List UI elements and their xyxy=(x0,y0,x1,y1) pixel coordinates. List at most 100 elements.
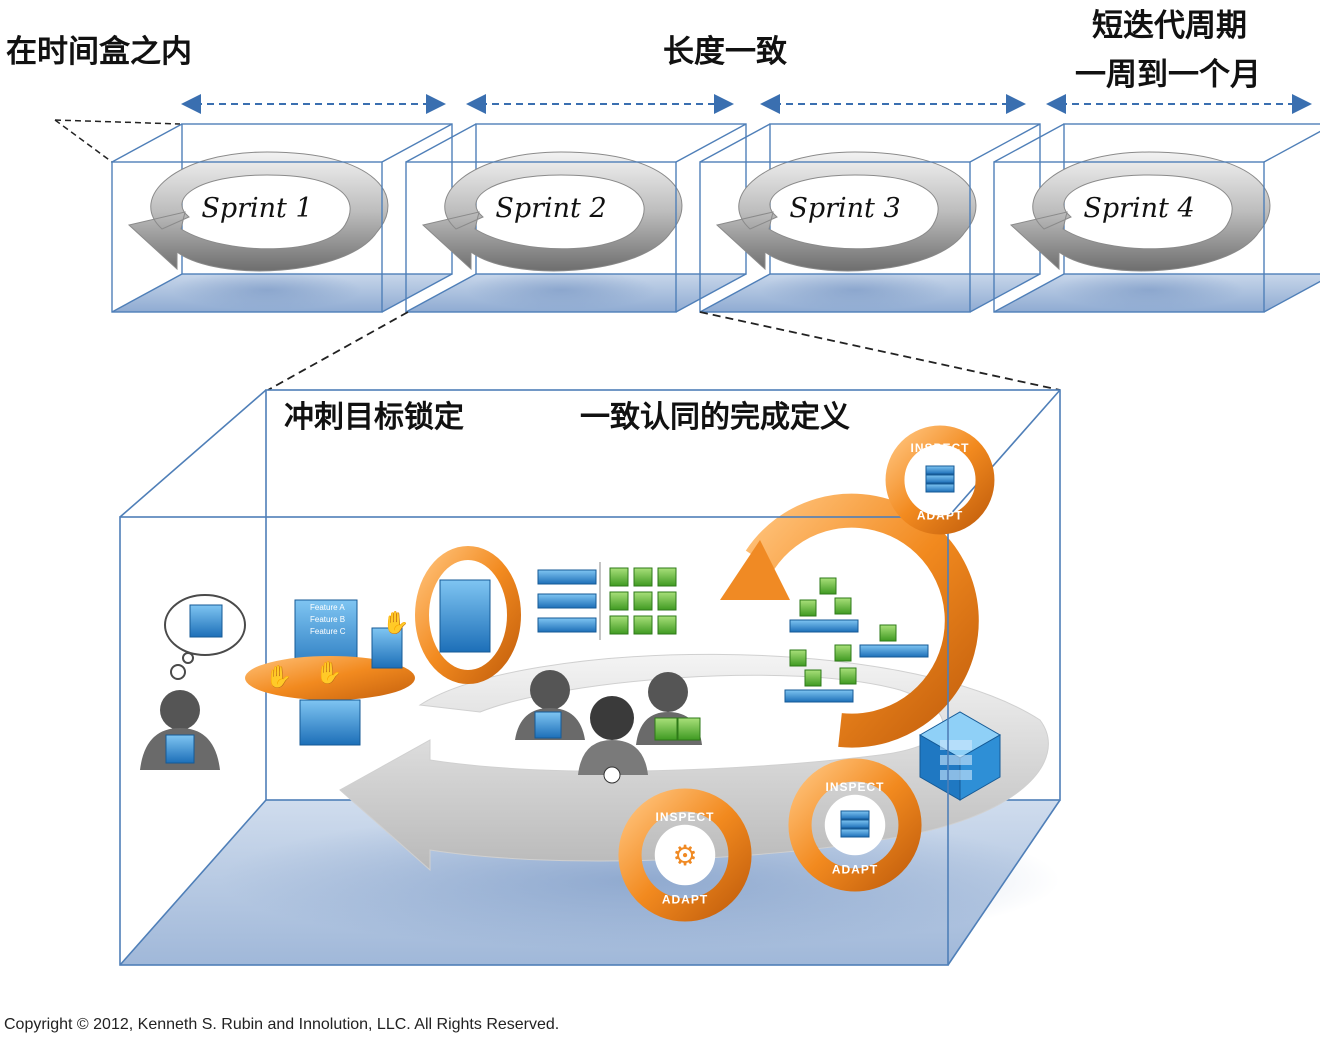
sprint-box-edge xyxy=(111,273,183,313)
gear-icon: ⚙ xyxy=(672,839,697,872)
feature-c-label: Feature C xyxy=(310,627,346,636)
backlog-item-bar xyxy=(537,593,597,609)
backlog-item-bar xyxy=(784,689,854,703)
sprint-label: Sprint 1 xyxy=(201,193,312,224)
cycle-ring xyxy=(788,758,922,892)
timebox-heading: 在时间盒之内 xyxy=(6,34,192,70)
task-cube xyxy=(819,577,837,595)
sprint-box-edge xyxy=(1263,130,1320,163)
increment-layer xyxy=(925,465,955,475)
definition-of-done-heading: 一致认同的完成定义 xyxy=(580,400,850,435)
zoom-line-right xyxy=(699,311,1061,391)
cycle-center xyxy=(654,824,716,886)
task-cube xyxy=(657,591,677,611)
sprint-cycle-arrow xyxy=(127,151,389,272)
sprint-goal-locked-heading: 冲刺目标锁定 xyxy=(284,400,464,435)
adapt-label: ADAPT xyxy=(662,892,708,906)
sprint-cycle-arrow xyxy=(421,151,683,272)
task-cube xyxy=(657,615,677,635)
sprint-box: Sprint 3 xyxy=(699,123,1041,313)
development-team-figures xyxy=(515,670,702,784)
hand-icon: ✋ xyxy=(382,610,409,636)
task-cube xyxy=(839,667,857,685)
cycle-ring xyxy=(885,425,995,535)
sprint-shadow xyxy=(1054,270,1244,310)
copyright-notice: Copyright © 2012, Kenneth S. Rubin and I… xyxy=(4,1016,560,1033)
sprint-box-edge xyxy=(111,123,183,163)
sprint-box-edge xyxy=(405,273,477,313)
task-cube xyxy=(609,567,629,587)
sprint-label: Sprint 2 xyxy=(495,193,606,224)
sprint-box: Sprint 1 xyxy=(111,123,453,313)
big-box-edge xyxy=(119,389,267,518)
sprint-shadow xyxy=(466,270,656,310)
sprint-box-edge xyxy=(405,123,477,163)
product-owner-figure xyxy=(140,594,246,770)
backlog-item-bar xyxy=(789,619,859,633)
sprint-box-edge xyxy=(699,123,771,163)
sprint-box-edge xyxy=(1263,280,1320,313)
sprint-box-front xyxy=(111,161,383,313)
sprint-shadow xyxy=(172,270,362,310)
task-cube xyxy=(834,644,852,662)
sprint-shadow xyxy=(760,270,950,310)
backlog-item-bar xyxy=(859,644,929,658)
sprint-box-edge xyxy=(969,123,1041,163)
big-box-edge xyxy=(119,799,267,966)
inspect-adapt-badge-stack: INSPECT ADAPT xyxy=(788,758,922,892)
big-box-edge xyxy=(947,389,1061,518)
potentially-shippable-increment-icon xyxy=(918,711,1002,801)
backlog-item-bar xyxy=(537,569,597,585)
task-cube xyxy=(633,591,653,611)
timebox-leader-line-2 xyxy=(54,119,113,163)
adapt-label: ADAPT xyxy=(917,509,963,523)
inspect-label: INSPECT xyxy=(825,780,884,794)
task-cube xyxy=(633,567,653,587)
task-cube xyxy=(657,567,677,587)
sprint-backlog-cycle xyxy=(415,546,521,684)
sprint-timeline: Sprint 1 Sprint 2 Sprint 3 Sprint 4 xyxy=(54,94,1320,313)
task-cube xyxy=(799,599,817,617)
feature-a-label: Feature A xyxy=(310,603,345,612)
sprint-label: Sprint 3 xyxy=(789,193,900,224)
cycle-ring xyxy=(618,788,752,922)
zoom-line-left xyxy=(267,311,409,391)
sprint-box-edge xyxy=(969,273,1041,313)
sprint-cycle-arrow xyxy=(1009,151,1271,272)
short-cycle-heading-line2: 一周到一个月 xyxy=(1075,57,1261,93)
increment-layer xyxy=(840,810,870,820)
task-cube xyxy=(609,615,629,635)
adapt-label: ADAPT xyxy=(832,862,878,876)
sprint-box-edge xyxy=(993,273,1065,313)
timebox-leader-line xyxy=(54,119,181,125)
task-cube xyxy=(879,624,897,642)
increment-layer xyxy=(925,474,955,484)
increment-layer xyxy=(840,828,870,838)
sprint-box-edge xyxy=(381,273,453,313)
sprint-box-edge xyxy=(381,123,453,163)
task-cube xyxy=(789,649,807,667)
sprint-detail-box: Feature A Feature B Feature C ✋ ✋ ✋ xyxy=(119,389,1061,966)
task-cube xyxy=(834,597,852,615)
big-box-front xyxy=(119,516,949,966)
sprint-box-edge xyxy=(675,273,747,313)
big-box-edge xyxy=(947,799,1061,966)
hand-icon: ✋ xyxy=(265,664,292,690)
sprint-label: Sprint 4 xyxy=(1083,193,1194,224)
consistent-length-heading: 长度一致 xyxy=(663,34,787,70)
increment-layer xyxy=(840,819,870,829)
sprint-box: Sprint 2 xyxy=(405,123,747,313)
backlog-item-bar xyxy=(537,617,597,633)
sprint-box-edge xyxy=(699,273,771,313)
task-board-icon xyxy=(537,562,677,640)
sprint-cycle-arrow xyxy=(715,151,977,272)
sprint-box-edge xyxy=(675,123,747,163)
task-cube xyxy=(804,669,822,687)
sprint-planning-icon: Feature A Feature B Feature C ✋ ✋ ✋ xyxy=(245,599,415,746)
short-cycle-heading-line1: 短迭代周期 xyxy=(1092,8,1247,44)
sprint-box-front xyxy=(405,161,677,313)
increment-layer xyxy=(925,483,955,493)
